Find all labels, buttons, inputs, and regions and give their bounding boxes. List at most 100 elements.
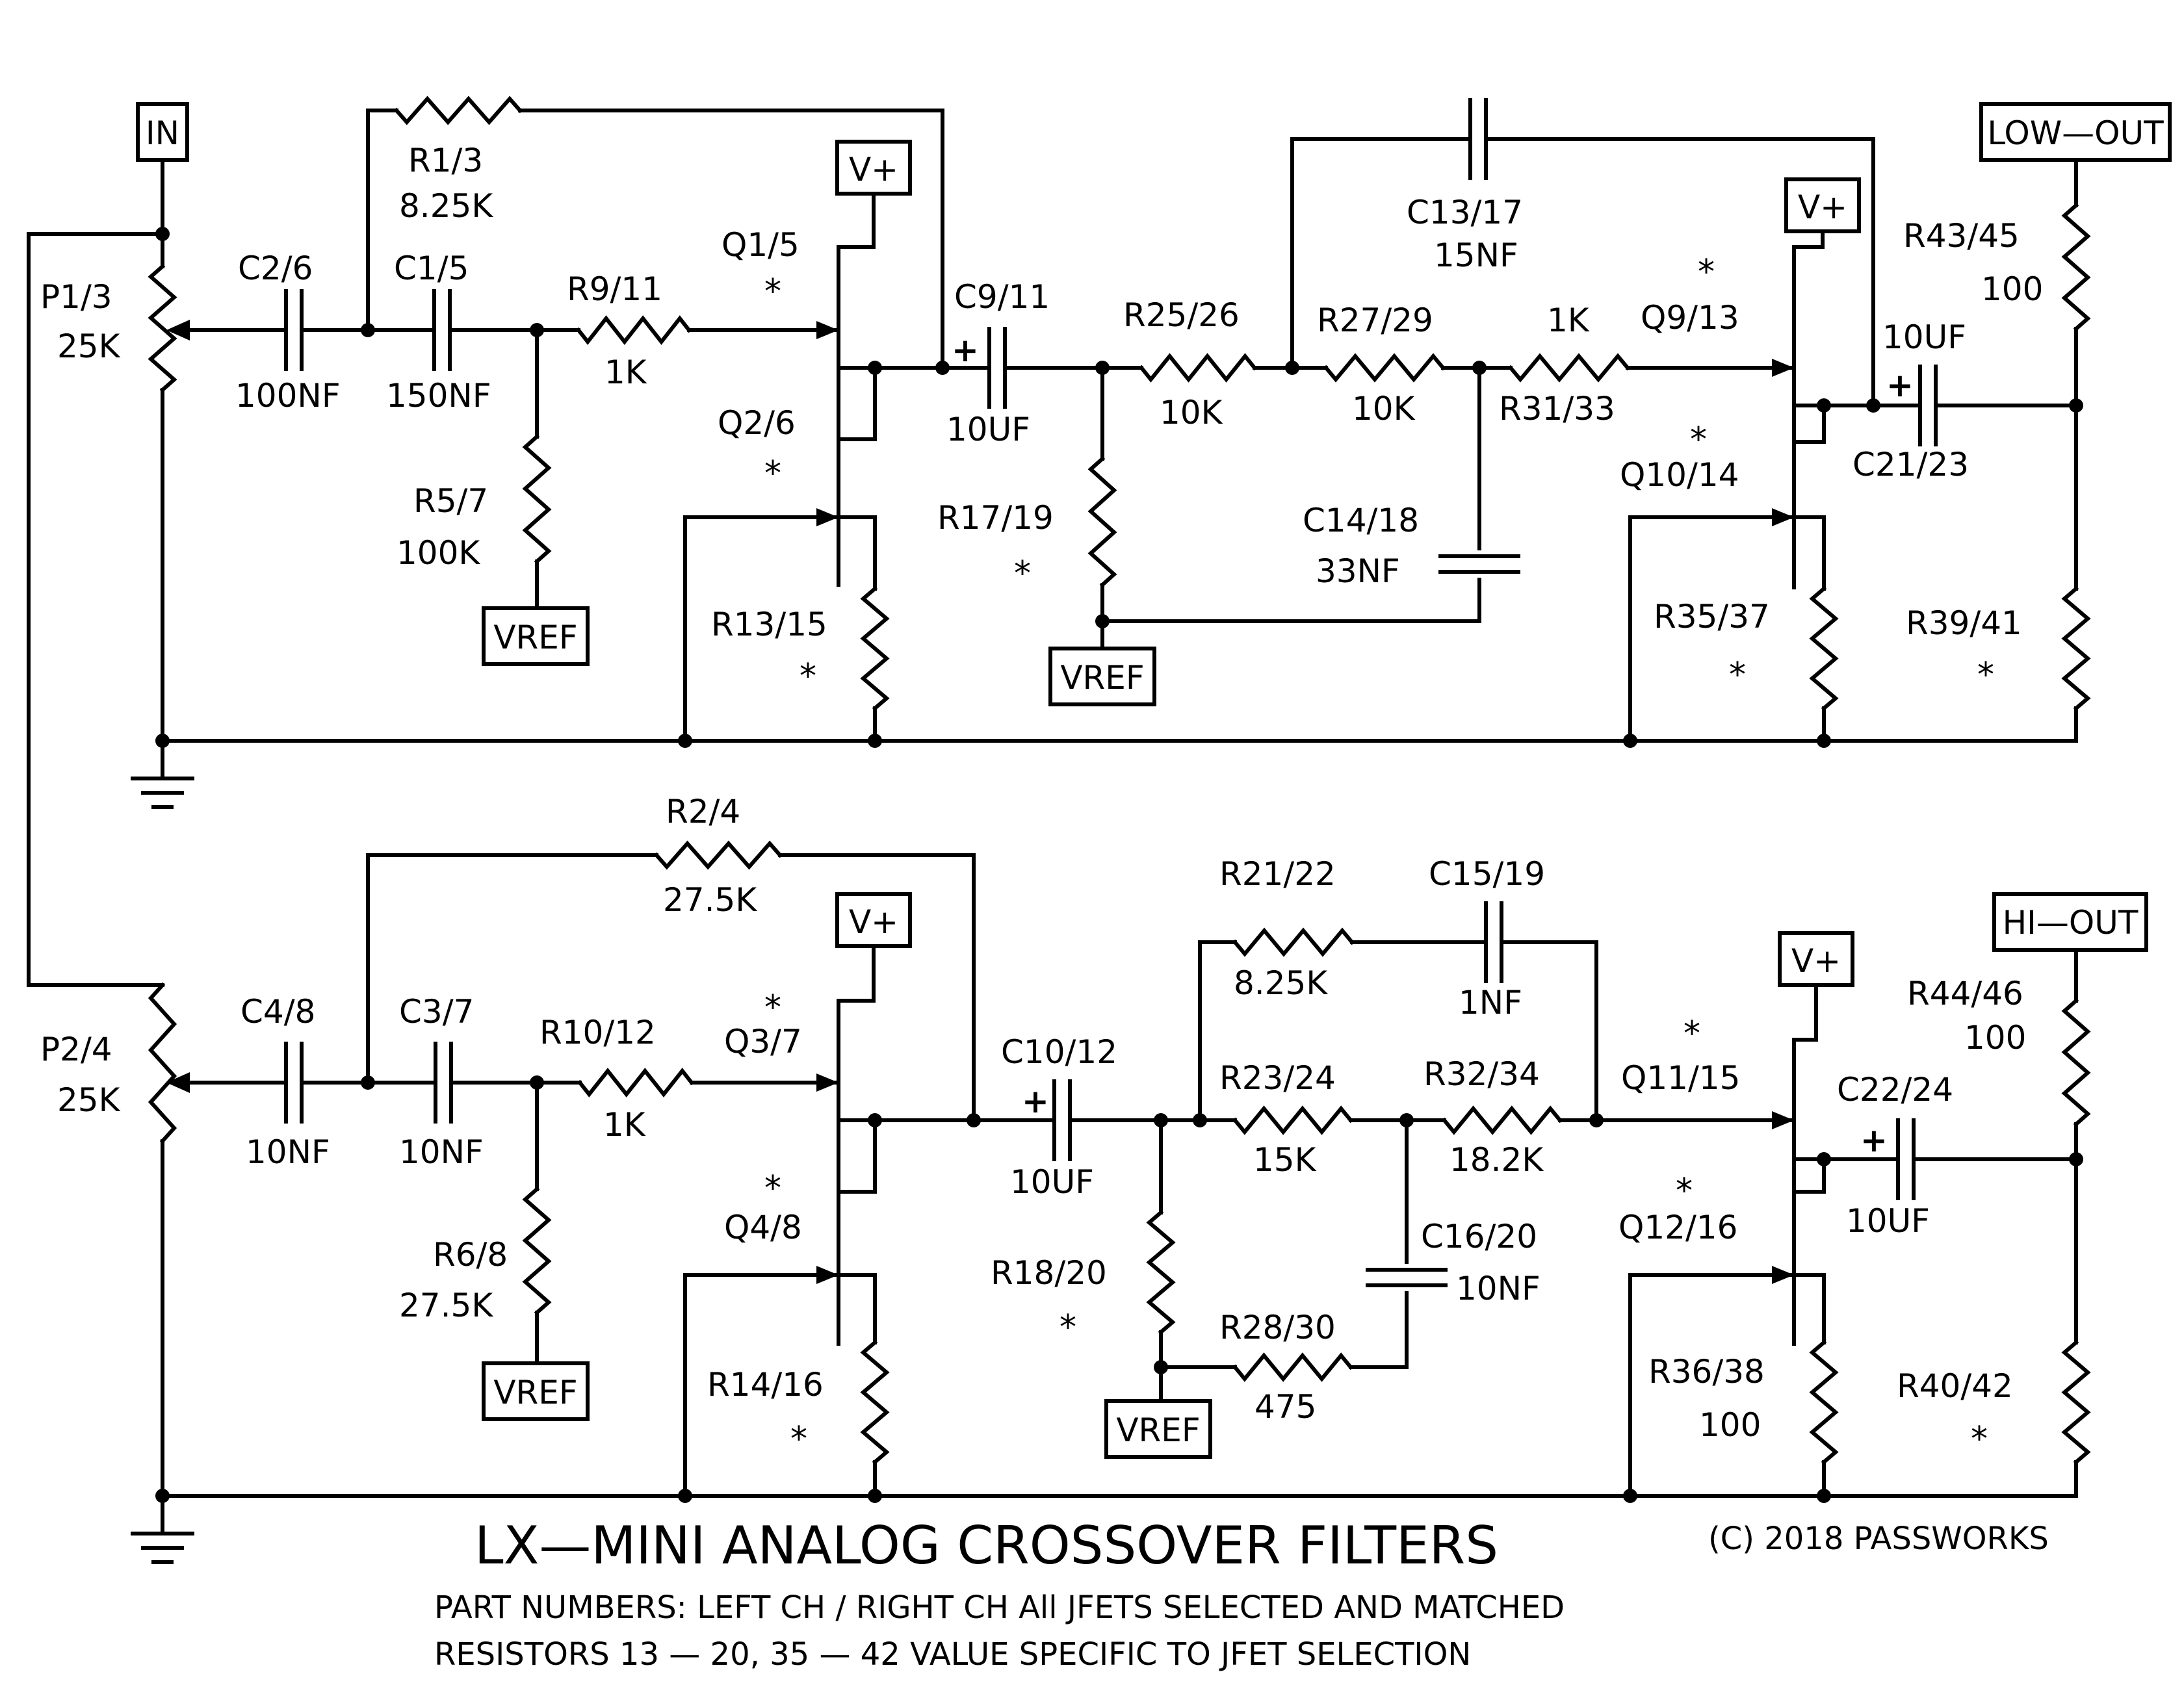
junction-dot: [530, 323, 544, 337]
resistor-r21: [1232, 927, 1355, 957]
resistor-r6: [522, 1186, 552, 1316]
q2-star: *: [764, 454, 781, 493]
junction-dot: [678, 734, 692, 748]
r39-ref: R39/41: [1906, 604, 2022, 642]
junction-dot: [1154, 1360, 1168, 1374]
r32-value: 18.2K: [1450, 1141, 1544, 1179]
p1-ref: P1/3: [40, 278, 112, 316]
c4-ref: C4/8: [240, 993, 315, 1031]
junction-dot: [1472, 361, 1487, 375]
r23-value: 15K: [1253, 1141, 1317, 1179]
q1-star: *: [764, 272, 781, 311]
r43-ref: R43/45: [1903, 217, 2020, 255]
vplus-terminal: V+: [835, 140, 912, 196]
wires: [27, 109, 2078, 1535]
vref-label: VREF: [1116, 1411, 1200, 1449]
q9-star: *: [1698, 253, 1715, 292]
capacitor-c2: [284, 289, 304, 371]
c15-value: 1NF: [1459, 984, 1522, 1021]
jfet-q11: [1766, 1038, 1796, 1194]
resistor-r23: [1232, 1105, 1354, 1135]
p1-value: 25K: [57, 328, 121, 365]
q1-ref: Q1/5: [722, 226, 800, 264]
resistor-r2: [653, 840, 783, 870]
q3-star: *: [764, 988, 781, 1027]
resistor-r32: [1441, 1105, 1563, 1135]
junction-dot: [155, 227, 170, 241]
c14-value: 33NF: [1316, 552, 1400, 590]
r5-value: 100K: [396, 534, 480, 572]
wire: [1792, 404, 1826, 444]
wire: [837, 366, 877, 441]
r17-ref: R17/19: [937, 499, 1054, 537]
c21-value: 10UF: [1882, 318, 1966, 356]
vref-label: VREF: [1060, 659, 1144, 697]
vref-terminal: VREF: [1104, 1399, 1212, 1459]
resistor-r10: [577, 1068, 695, 1098]
vref-terminal: VREF: [1048, 647, 1156, 706]
r32-ref: R32/34: [1424, 1055, 1540, 1093]
r9-value: 1K: [604, 353, 647, 391]
junction-dot: [2069, 398, 2083, 413]
vref-label: VREF: [493, 1374, 577, 1411]
jfet-q3: [811, 1038, 840, 1194]
hi-out-label: HI—OUT: [2003, 904, 2138, 942]
r21-ref: R21/22: [1219, 855, 1336, 893]
q3-ref: Q3/7: [724, 1023, 802, 1060]
resistor-r18: [1146, 1209, 1176, 1335]
r1-ref: R1/3: [408, 142, 483, 179]
r14-star: *: [790, 1420, 807, 1459]
resistor-r44: [2061, 997, 2091, 1127]
r5-ref: R5/7: [413, 482, 488, 520]
p2-value: 25K: [57, 1081, 121, 1119]
junction-dot: [361, 323, 375, 337]
fet-gate-arrow: [1772, 1266, 1794, 1284]
ground-symbol: [131, 1532, 194, 1564]
resistor-r28: [1232, 1352, 1354, 1382]
r31-value: 1K: [1547, 302, 1590, 339]
c10-ref: C10/12: [1001, 1033, 1117, 1071]
junction-dot: [1095, 614, 1110, 628]
r13-star: *: [800, 657, 816, 696]
r21-value: 8.25K: [1234, 964, 1328, 1002]
fet-gate-arrow: [816, 1073, 838, 1092]
junction-dot: [868, 734, 882, 748]
resistor-r27: [1323, 353, 1446, 383]
junction-dot: [1193, 1113, 1207, 1127]
pot-wiper-arrow: [166, 320, 190, 340]
capacitor-c1: [432, 289, 452, 371]
junction-dot: [868, 1113, 882, 1127]
c1-ref: C1/5: [394, 250, 469, 287]
r39-star: *: [1977, 656, 1994, 695]
r10-value: 1K: [603, 1106, 646, 1144]
junction-dot: [1817, 734, 1831, 748]
vref-terminal: VREF: [482, 606, 590, 666]
vplus-terminal: V+: [1778, 931, 1854, 987]
r27-value: 10K: [1352, 390, 1416, 428]
footer-note-1: PART NUMBERS: LEFT CH / RIGHT CH All JFE…: [434, 1589, 1565, 1626]
capacitor-c10: [1052, 1079, 1072, 1161]
wire: [366, 109, 398, 332]
r14-ref: R14/16: [707, 1366, 824, 1404]
input-terminal-label: IN: [146, 114, 179, 152]
q9-ref: Q9/13: [1641, 299, 1739, 337]
junction-dot: [967, 1113, 981, 1127]
r25-value: 10K: [1160, 394, 1223, 431]
junction-dot: [1866, 398, 1880, 413]
junction-dot: [155, 1489, 170, 1503]
resistor-r31: [1507, 353, 1631, 383]
junction-dot: [530, 1075, 544, 1090]
wire: [1792, 1273, 1826, 1344]
junction-dot: [2069, 1152, 2083, 1166]
r23-ref: R23/24: [1219, 1059, 1336, 1097]
r44-ref: R44/46: [1907, 975, 2023, 1012]
fet-gate-arrow: [816, 508, 838, 526]
wire: [1198, 940, 1237, 1122]
r2-ref: R2/4: [666, 793, 740, 830]
r36-ref: R36/38: [1648, 1353, 1765, 1391]
r9-ref: R9/11: [567, 270, 662, 308]
c22-value: 10UF: [1846, 1202, 1930, 1240]
junction-dots: [155, 227, 2083, 1503]
input-terminal: IN: [136, 102, 189, 162]
